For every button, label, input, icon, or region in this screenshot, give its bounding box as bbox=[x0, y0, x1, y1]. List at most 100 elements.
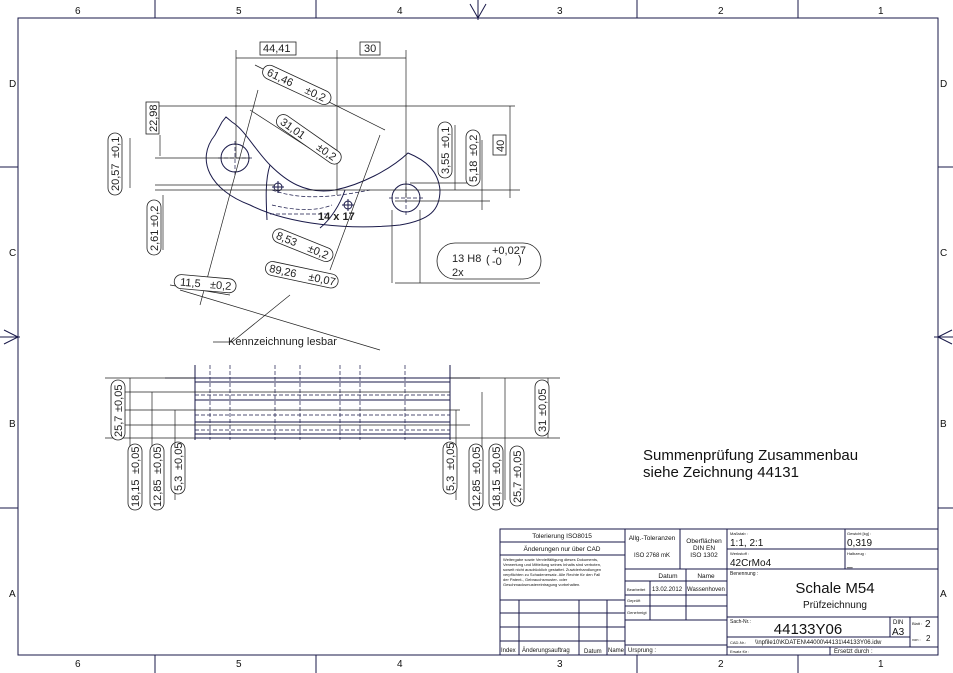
dim-89-26: 89,26 ±0,07 bbox=[265, 261, 339, 289]
part-outline bbox=[205, 116, 441, 228]
svg-text:89,26: 89,26 bbox=[268, 263, 297, 280]
svg-text:2,61: 2,61 bbox=[149, 230, 161, 251]
svg-text:Weitergabe sowie Vervielfältig: Weitergabe sowie Vervielfältigung dieses… bbox=[503, 557, 598, 562]
dim-8-53: 8,53±0,2 bbox=[272, 228, 334, 262]
column-label: 3 bbox=[557, 659, 563, 670]
svg-text:von :: von : bbox=[912, 637, 921, 642]
side-view-dims: 25,7 ±0,05 18,15 ±0,05 12,85 ±0,05 5,3 ±0,05… bbox=[110, 379, 550, 511]
svg-text:_: _ bbox=[846, 558, 853, 569]
surface-std: Oberflächen bbox=[686, 538, 722, 545]
svg-text:Verwertung und Mitteilung sein: Verwertung und Mitteilung seines Inhalts… bbox=[503, 562, 601, 567]
column-label: 2 bbox=[718, 6, 724, 17]
svg-text:±0,2: ±0,2 bbox=[149, 206, 161, 227]
svg-text:±0,05: ±0,05 bbox=[173, 443, 185, 470]
dim-box bbox=[259, 41, 297, 56]
row-label: C bbox=[9, 248, 16, 259]
drawn-by: Wassenhoven bbox=[687, 587, 725, 593]
svg-text:25,7: 25,7 bbox=[512, 482, 524, 503]
svg-text:12,85: 12,85 bbox=[152, 479, 164, 507]
title-block: Tolerierung ISO8015 Änderungen nur über … bbox=[499, 528, 939, 656]
sheet-number: 2 bbox=[925, 619, 931, 630]
svg-text:31: 31 bbox=[537, 420, 549, 432]
svg-text:Genehmigt: Genehmigt bbox=[627, 610, 647, 615]
top-view: 14 x 17 44,41 30 61,46±0,2 31,01±0,2 22,… bbox=[107, 41, 542, 351]
svg-text:±0,05: ±0,05 bbox=[445, 443, 457, 470]
row-label: A bbox=[9, 589, 16, 600]
scale: 1:1, 2:1 bbox=[730, 538, 764, 549]
dim-5-18: 5,18±0,2 bbox=[465, 129, 481, 187]
assembly-note-line2: siehe Zeichnung 44131 bbox=[643, 464, 799, 481]
svg-text:2x: 2x bbox=[452, 267, 464, 279]
dim-20-57: 20,57 ±0,1 bbox=[107, 132, 123, 196]
part-pocket bbox=[265, 164, 346, 229]
dim-11-5: 11,5±0,2 bbox=[173, 274, 237, 294]
dim-22-98: 22,98 bbox=[145, 101, 160, 135]
svg-text:-0: -0 bbox=[492, 256, 502, 268]
dim-30: 30 bbox=[364, 43, 376, 55]
svg-text:25,7: 25,7 bbox=[113, 416, 125, 437]
svg-text:Änderungsauftrag: Änderungsauftrag bbox=[522, 647, 570, 654]
svg-text:A3: A3 bbox=[892, 627, 905, 638]
changes-note: Änderungen nur über CAD bbox=[524, 545, 601, 553]
svg-text:): ) bbox=[518, 254, 522, 266]
svg-text:18,15: 18,15 bbox=[491, 479, 503, 507]
dim-44-41: 44,41 bbox=[263, 43, 291, 55]
svg-text:Ersatz für :: Ersatz für : bbox=[730, 649, 749, 654]
svg-text:(: ( bbox=[486, 254, 490, 266]
svg-text:ISO 1302: ISO 1302 bbox=[690, 552, 718, 559]
svg-text:Ersetzt durch :: Ersetzt durch : bbox=[834, 649, 873, 655]
dim-61-46: 61,46±0,2 bbox=[262, 64, 332, 105]
svg-text:±0,05: ±0,05 bbox=[113, 385, 125, 412]
svg-text:11,5: 11,5 bbox=[180, 277, 202, 291]
svg-text:der Patent-, Gebrauchsmuster-: der Patent-, Gebrauchsmuster- oder bbox=[503, 577, 568, 582]
svg-text:Geprüft: Geprüft bbox=[627, 598, 641, 603]
svg-text:±0,07: ±0,07 bbox=[307, 271, 336, 288]
engraving-mark: 14 x 17 bbox=[318, 211, 355, 223]
svg-text:±0,05: ±0,05 bbox=[512, 451, 524, 478]
drawing-title: Schale M54 bbox=[795, 580, 874, 597]
svg-text:±0,2: ±0,2 bbox=[468, 135, 480, 156]
svg-text:22,98: 22,98 bbox=[148, 104, 160, 132]
svg-text:+0,027: +0,027 bbox=[492, 245, 526, 257]
cad-path: \\npfile10\KDATEN\44000\44131\44133Y06.i… bbox=[755, 640, 882, 646]
svg-text:Gewicht [kg] :: Gewicht [kg] : bbox=[847, 531, 871, 536]
row-label: D bbox=[940, 79, 947, 90]
column-label: 1 bbox=[878, 6, 884, 17]
dim-31-01: 31,01±0,2 bbox=[276, 114, 342, 165]
svg-text:5,3: 5,3 bbox=[173, 476, 185, 491]
column-label: 5 bbox=[236, 6, 242, 17]
svg-text:±0,1: ±0,1 bbox=[440, 127, 452, 148]
svg-text:Werkstoff :: Werkstoff : bbox=[730, 551, 749, 556]
column-label: 6 bbox=[75, 6, 81, 17]
copyright-notice: Weitergabe sowie Vervielfältigung dieses… bbox=[503, 557, 601, 587]
svg-text:Halbzeug :: Halbzeug : bbox=[847, 551, 866, 556]
svg-text:Index: Index bbox=[501, 648, 516, 654]
column-label: 2 bbox=[718, 659, 724, 670]
material: 42CrMo4 bbox=[730, 558, 772, 569]
svg-text:Datum: Datum bbox=[584, 649, 602, 655]
row-label: B bbox=[940, 419, 947, 430]
svg-text:Sach-Nr.:: Sach-Nr.: bbox=[730, 619, 751, 625]
svg-text:Bearbeitet: Bearbeitet bbox=[627, 587, 646, 592]
svg-text:12,85: 12,85 bbox=[471, 479, 483, 507]
svg-text:±0,1: ±0,1 bbox=[110, 137, 122, 158]
svg-text:20,57: 20,57 bbox=[110, 163, 122, 191]
tolerance-standard: Tolerierung ISO8015 bbox=[532, 533, 592, 540]
svg-text:Geschmacksmustereintragung vor: Geschmacksmustereintragung vorbehalten. bbox=[503, 582, 580, 587]
svg-text:13 H8: 13 H8 bbox=[452, 253, 481, 265]
svg-text:±0,05: ±0,05 bbox=[130, 447, 142, 474]
svg-text:Ursprung :: Ursprung : bbox=[628, 648, 656, 654]
svg-text:±0,05: ±0,05 bbox=[537, 389, 549, 416]
drawn-date: 13.02.2012 bbox=[652, 587, 683, 593]
drawing-subtitle: Prüfzeichnung bbox=[803, 600, 867, 611]
general-tolerance-label: Allg.-Toleranzen bbox=[629, 535, 676, 542]
svg-text:Maßstab :: Maßstab : bbox=[730, 531, 748, 536]
svg-text:DIN EN: DIN EN bbox=[693, 545, 715, 552]
row-label: B bbox=[9, 419, 16, 430]
svg-text:soweit nicht ausdrücklich gest: soweit nicht ausdrücklich gestattet. Zuw… bbox=[503, 567, 601, 572]
svg-text:3,55: 3,55 bbox=[440, 153, 452, 174]
svg-text:CAD-Nr.:: CAD-Nr.: bbox=[730, 640, 746, 645]
hole-callout: 13 H8 ( +0,027 -0 ) 2x bbox=[436, 242, 542, 280]
